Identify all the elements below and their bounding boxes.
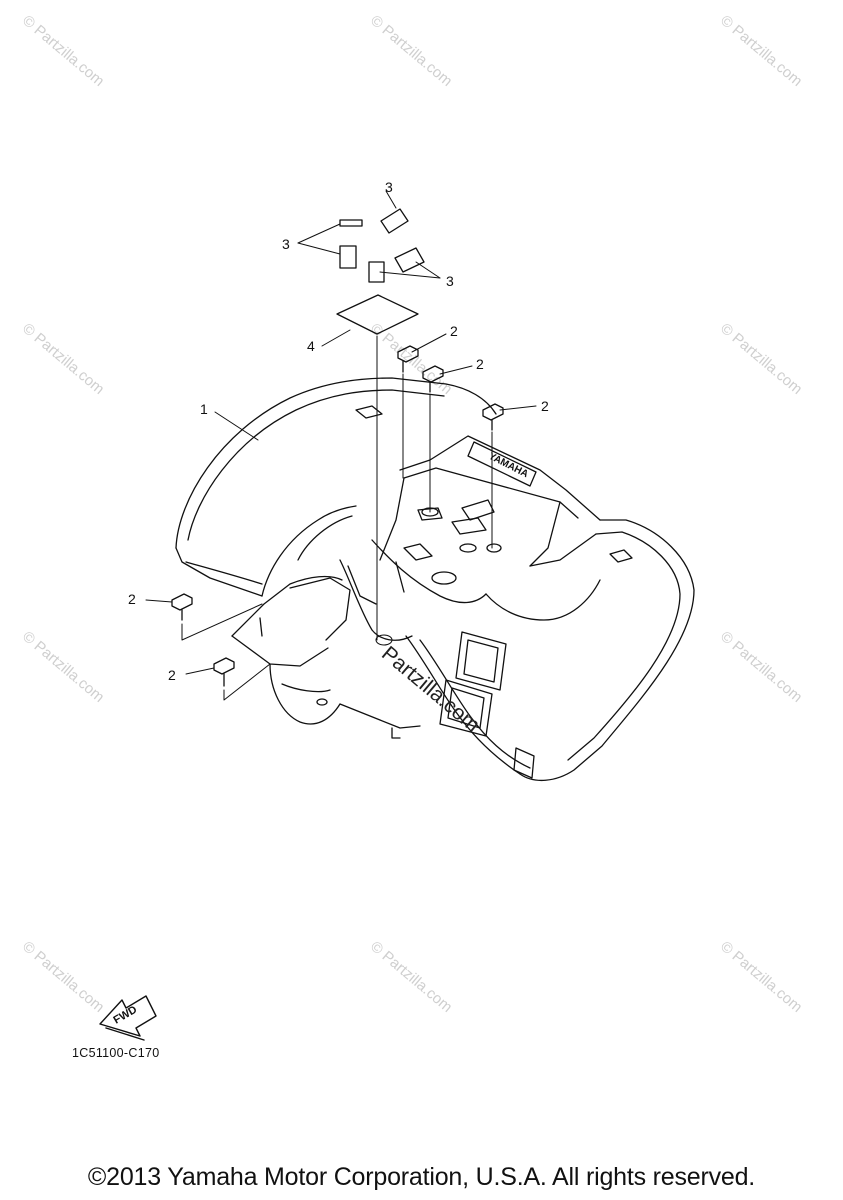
- callout-3: 3: [385, 179, 393, 195]
- bolt: [171, 593, 193, 621]
- bolt: [482, 403, 504, 431]
- callout-2: 2: [450, 323, 458, 339]
- fwd-arrow-icon: [99, 995, 157, 1041]
- callout-2: 2: [541, 398, 549, 414]
- copyright-notice: ©2013 Yamaha Motor Corporation, U.S.A. A…: [87, 1163, 756, 1191]
- diagram-code: 1C51100-C170: [72, 1046, 160, 1060]
- callout-3: 3: [282, 236, 290, 252]
- leader-lines: [145, 190, 537, 701]
- callout-1: 1: [200, 401, 208, 417]
- callout-3: 3: [446, 273, 454, 289]
- callout-2: 2: [168, 667, 176, 683]
- callout-2: 2: [476, 356, 484, 372]
- bolt: [422, 365, 444, 393]
- callout-4: 4: [307, 338, 315, 354]
- plate: [336, 294, 419, 335]
- bolt: [397, 345, 419, 373]
- rear-fender: [175, 377, 695, 781]
- bolt: [213, 657, 235, 687]
- callout-2: 2: [128, 591, 136, 607]
- pad-set: [339, 208, 425, 283]
